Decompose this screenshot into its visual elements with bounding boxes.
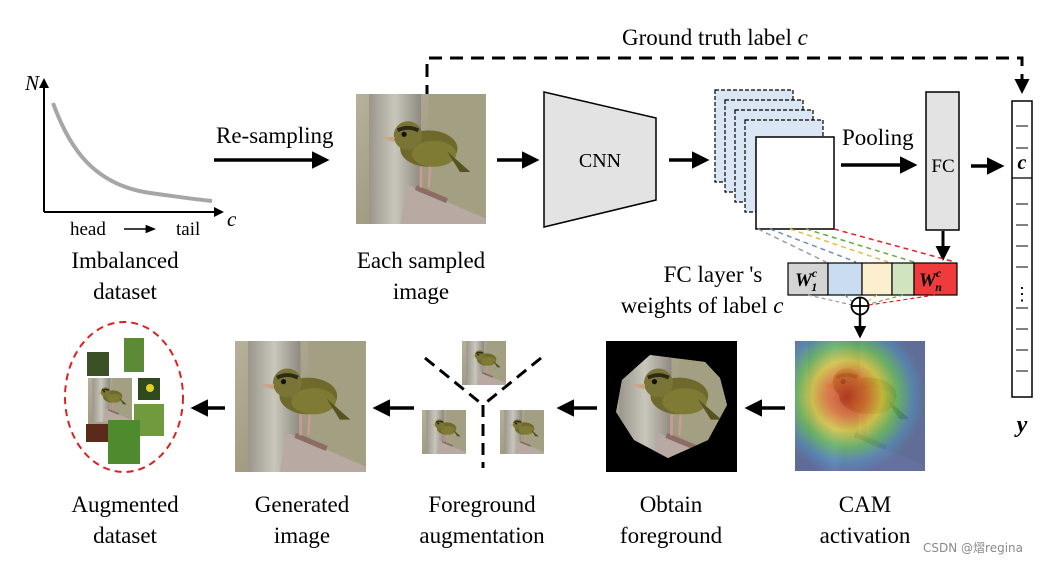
- fc-block: [925, 91, 960, 231]
- cnn-block: [543, 91, 657, 228]
- tail-label: tail: [176, 219, 200, 240]
- chart-y-label: N: [24, 71, 40, 95]
- generated-image: [235, 341, 366, 472]
- sampled-image: [356, 94, 486, 224]
- output-vector: c ⋮: [1011, 100, 1033, 398]
- cnn-label: CNN: [579, 150, 621, 172]
- fg-aug-thumb-right: [499, 409, 545, 455]
- fg-aug-thumb-top: [461, 340, 507, 386]
- foreground-image: [606, 341, 737, 472]
- fc-weights-label-2: weights of label c: [621, 293, 784, 318]
- chart-x-label: c: [227, 207, 237, 231]
- augmented-dataset: [64, 321, 184, 473]
- weight-connection-lines: [757, 228, 956, 263]
- fc-label: FC: [931, 156, 954, 177]
- head-label: head: [70, 219, 106, 240]
- weights-to-sum-lines: [807, 294, 936, 306]
- long-tail-curve: [51, 102, 213, 203]
- pooling-label: Pooling: [842, 125, 914, 150]
- fc-weights-label: FC layer 's: [664, 262, 763, 287]
- fg-aug-thumb-left: [421, 409, 467, 455]
- ground-truth-dashed-line: [425, 56, 1030, 98]
- output-label: y: [1014, 412, 1028, 438]
- cam-activation-image: [795, 341, 925, 471]
- feature-maps: [714, 89, 835, 230]
- sum-operator-icon: [850, 296, 870, 316]
- long-tail-chart: N c head tail: [24, 71, 237, 240]
- output-highlight-label: c: [1018, 152, 1027, 174]
- resampling-label: Re-sampling: [216, 123, 334, 148]
- fg-augmentation-panel: [421, 340, 545, 468]
- watermark: CSDN @熠regina: [923, 541, 1023, 555]
- ground-truth-label: Ground truth label c: [622, 25, 808, 50]
- output-dots: ⋮: [1013, 284, 1031, 304]
